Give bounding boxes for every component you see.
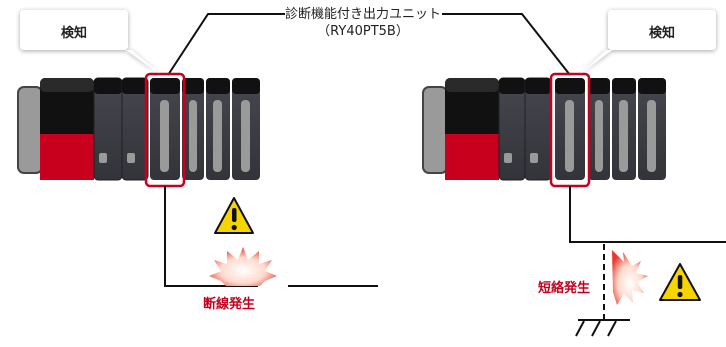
right-io-module-3 <box>612 78 636 180</box>
left-cpu-module-1 <box>93 77 123 181</box>
burst-icon <box>612 250 648 305</box>
callout-title: 診断機能付き出力ユニット （RY40PT5B） <box>0 6 726 40</box>
left-detect-bubble <box>20 10 160 74</box>
right-wiring <box>569 186 726 320</box>
right-detect-bubble <box>580 10 716 74</box>
right-plc-rack <box>422 72 666 188</box>
short-circuit-label: 短絡発生 <box>538 281 591 296</box>
left-plc-rack <box>17 72 260 188</box>
right-end-cap <box>422 86 448 174</box>
ground-symbol-icon <box>575 319 630 337</box>
right-io-module-target <box>555 78 585 180</box>
open-circuit-label: 断線発生 <box>203 297 256 312</box>
right-cpu-module-1 <box>498 77 526 181</box>
left-end-cap <box>17 86 43 174</box>
left-cpu-module-2 <box>121 77 149 181</box>
right-io-module-2 <box>588 78 610 180</box>
burst-icon <box>209 247 277 286</box>
left-detect-label: 検知 <box>60 26 87 41</box>
left-wiring <box>164 186 378 287</box>
right-detect-label: 検知 <box>648 26 675 41</box>
callout-leaders <box>167 13 571 76</box>
right-io-module-4 <box>638 78 666 180</box>
warning-icon <box>659 263 701 301</box>
left-power-red-panel <box>40 134 94 180</box>
warning-icon <box>214 197 254 234</box>
left-detect-container: 検知 <box>20 22 128 41</box>
right-cpu-module-2 <box>524 77 552 181</box>
right-detect-container: 検知 <box>608 22 716 41</box>
left-io-module-3 <box>206 78 230 180</box>
left-io-module-target <box>150 78 180 180</box>
callout-title-line1: 診断機能付き出力ユニット <box>284 7 441 22</box>
left-io-module-2 <box>182 78 204 180</box>
left-io-module-4 <box>232 78 260 180</box>
callout-title-line2: （RY40PT5B） <box>317 24 409 39</box>
